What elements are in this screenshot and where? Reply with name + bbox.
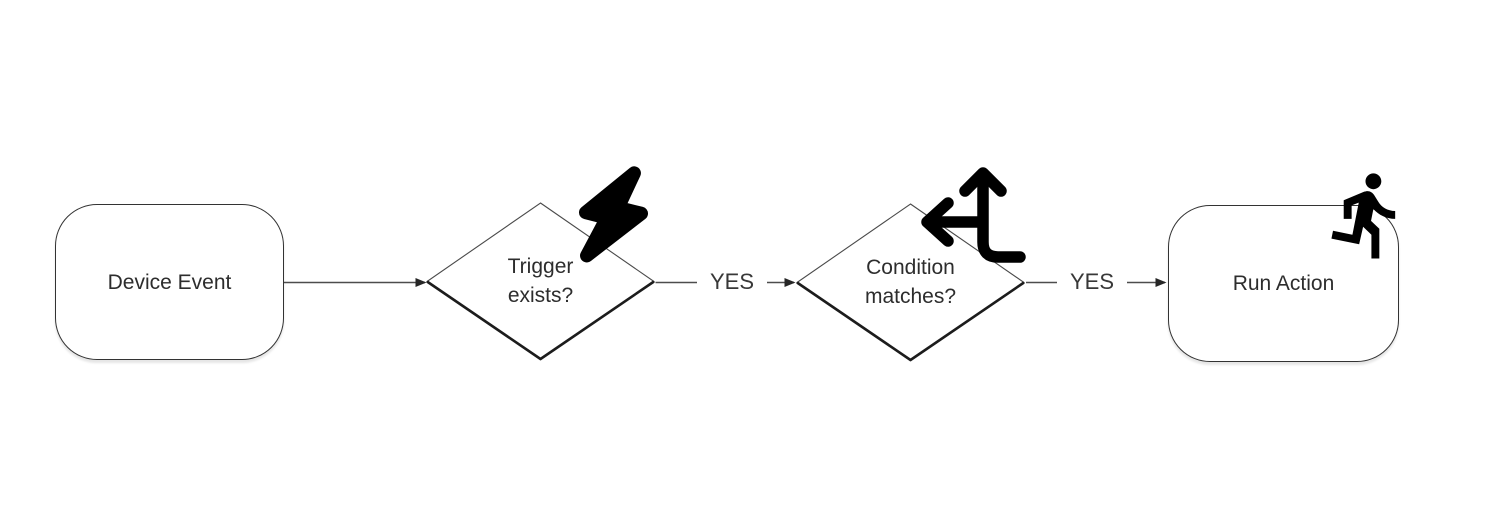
bolt-icon [578,166,649,263]
directions-icon [921,167,1026,263]
node-run-action-label: Run Action [1232,272,1335,295]
node-run-action: Run Action [1168,205,1399,362]
node-device-event: Device Event [55,204,284,360]
edge-label-yes-1: YES [697,269,767,295]
runner-icon [1331,173,1396,259]
edge-label-yes-2: YES [1057,269,1127,295]
node-device-event-label: Device Event [107,270,232,294]
decision-trigger-exists-shape [426,202,655,361]
